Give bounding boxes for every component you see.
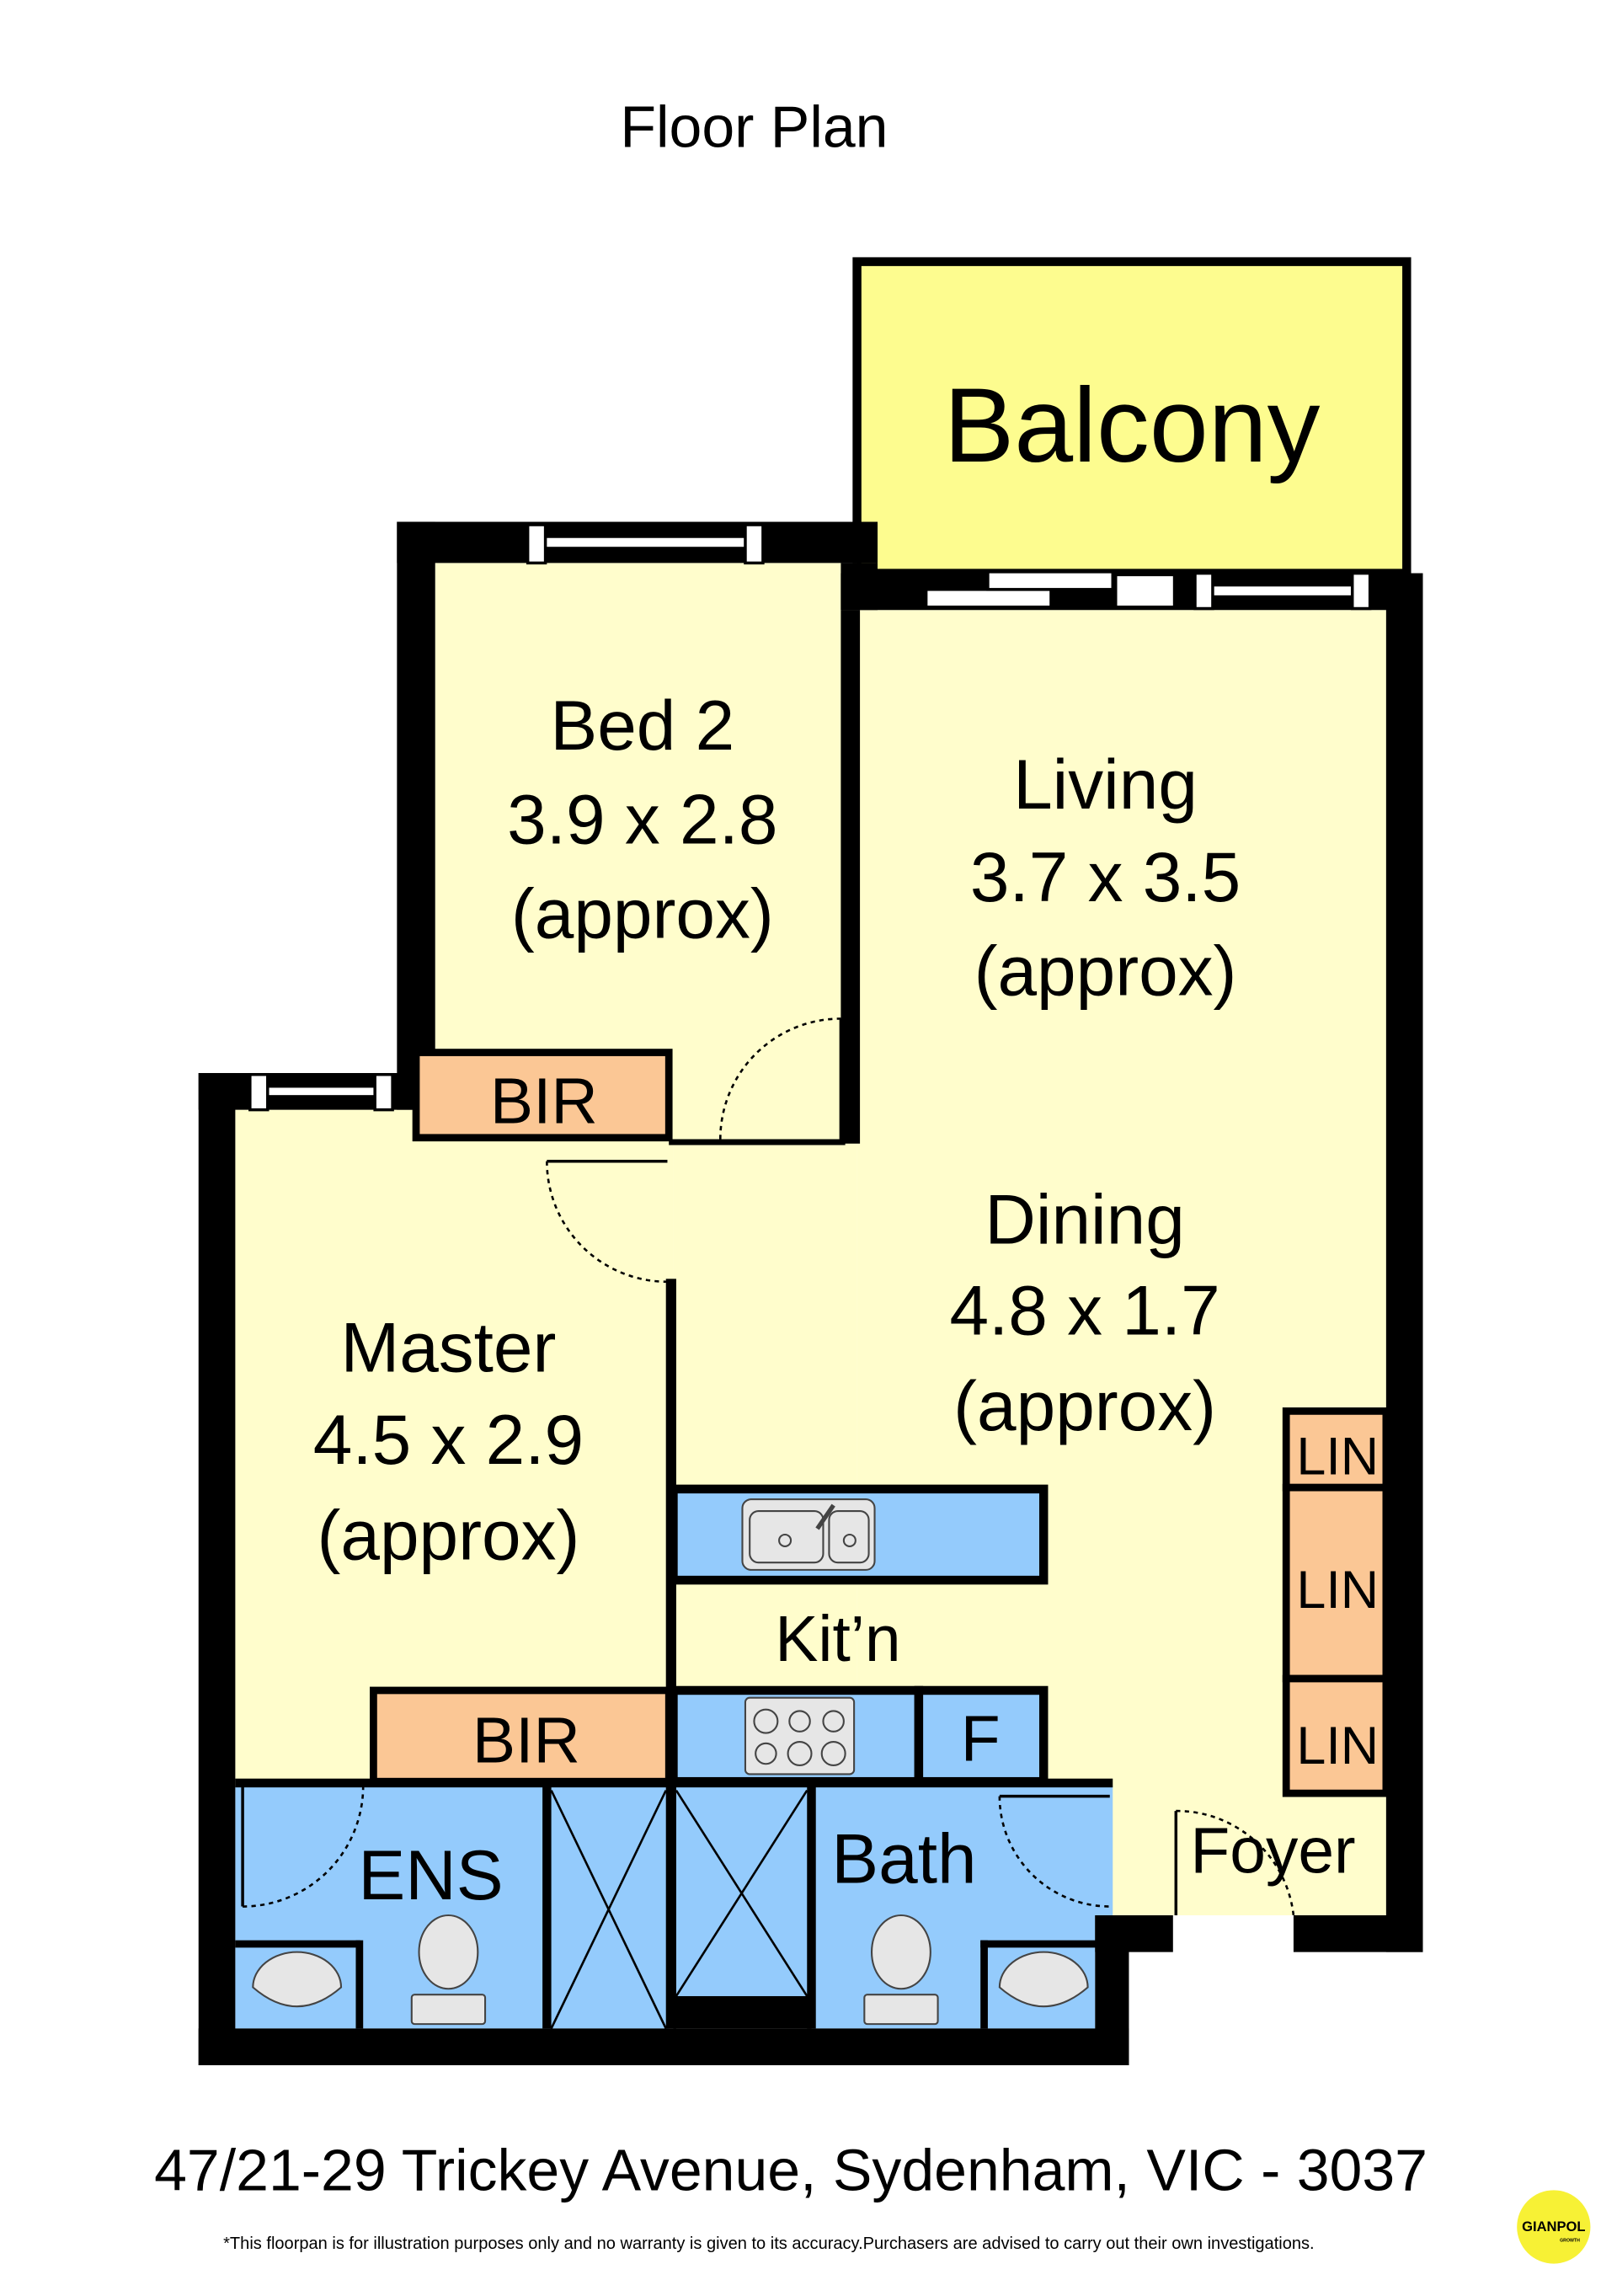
shower-icons (550, 1789, 808, 2029)
living-name: Living (1013, 745, 1198, 824)
master-note: (approx) (317, 1496, 579, 1575)
page-title: Floor Plan (620, 94, 888, 160)
ensuite-label: ENS (358, 1835, 503, 1914)
fridge-space (914, 1685, 1049, 1786)
linen-2-label: LIN (1296, 1561, 1379, 1620)
kitchen-label: Kit’n (775, 1603, 900, 1675)
dining-note: (approx) (953, 1366, 1216, 1445)
room-label-master: Master 4.5 x 2.9 (approx) (313, 1307, 584, 1574)
living-note: (approx) (974, 931, 1237, 1010)
bed2-size: 3.9 x 2.8 (507, 780, 777, 859)
balcony-label: Balcony (943, 366, 1320, 484)
door-leaves (241, 1018, 1178, 1915)
basin-icon (252, 1951, 1089, 2008)
bed2-note: (approx) (511, 873, 774, 953)
foyer-label: Foyer (1190, 1814, 1355, 1887)
cooktop-icon (744, 1696, 856, 1775)
master-size: 4.5 x 2.9 (313, 1400, 584, 1479)
bir-master-label: BIR (472, 1704, 580, 1776)
bir-bed2 (412, 1049, 673, 1142)
logo-text: GIANPOL (1522, 2219, 1585, 2235)
room-label-living: Living 3.7 x 3.5 (approx) (970, 745, 1241, 1011)
linen-2 (1282, 1483, 1390, 1683)
toilet-icon (410, 1914, 939, 2026)
linen-1-label: LIN (1296, 1427, 1379, 1486)
bir-bed2-label: BIR (490, 1065, 598, 1137)
gianpol-logo: GIANPOL GROWTH (1517, 2190, 1591, 2264)
sink-icon (741, 1498, 876, 1571)
address: 47/21-29 Trickey Avenue, Sydenham, VIC -… (154, 2137, 1428, 2203)
room-label-bed2: Bed 2 3.9 x 2.8 (approx) (507, 686, 777, 953)
dining-name: Dining (985, 1179, 1184, 1258)
room-label-dining: Dining 4.8 x 1.7 (approx) (949, 1179, 1219, 1445)
logo-subtext: GROWTH (1560, 2238, 1580, 2243)
linen-3 (1282, 1674, 1390, 1797)
balcony-area (852, 257, 1412, 578)
bath-label: Bath (831, 1819, 976, 1898)
bed2-name: Bed 2 (550, 686, 734, 765)
living-size: 3.7 x 3.5 (970, 837, 1241, 916)
linen-3-label: LIN (1296, 1717, 1379, 1775)
fridge-label: F (961, 1703, 1001, 1775)
bir-master (370, 1686, 673, 1786)
dining-size: 4.8 x 1.7 (949, 1271, 1219, 1350)
master-name: Master (340, 1307, 556, 1386)
windows (248, 523, 1372, 1112)
disclaimer: *This floorpan is for illustration purpo… (223, 2235, 1314, 2253)
